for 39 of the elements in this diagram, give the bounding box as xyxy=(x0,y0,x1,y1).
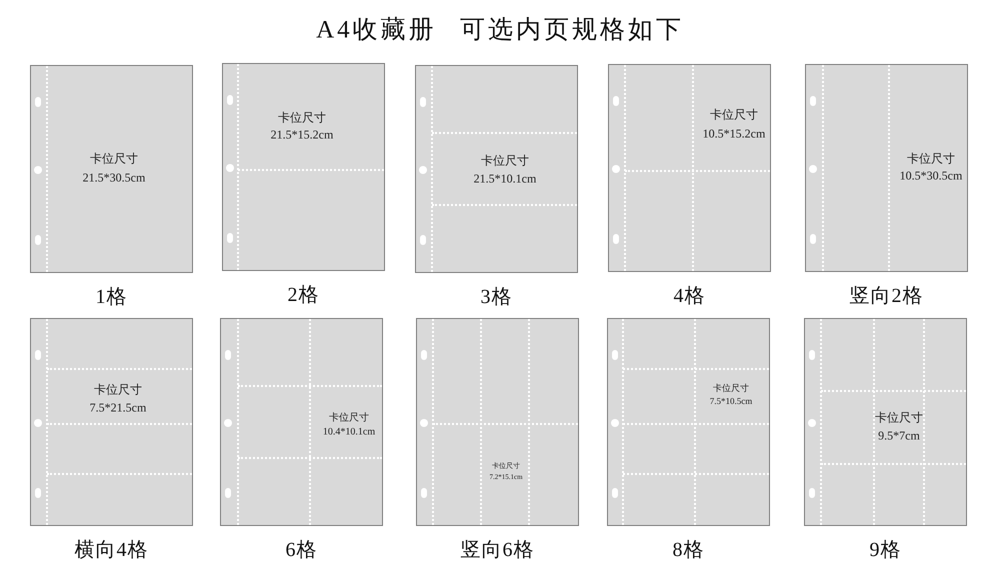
pocket-size-value: 10.4*10.1cm xyxy=(322,426,376,438)
pocket-size-heading: 卡位尺寸 xyxy=(329,412,369,424)
sleeve-page xyxy=(416,318,579,526)
pocket-size-heading: 卡位尺寸 xyxy=(713,384,749,394)
page-caption: 1格 xyxy=(96,286,128,308)
sleeve-page xyxy=(608,64,771,272)
page-caption: 横向4格 xyxy=(74,539,148,561)
pocket-size-heading: 卡位尺寸 xyxy=(481,154,529,168)
pocket-size-heading: 卡位尺寸 xyxy=(710,108,758,122)
sleeve-page xyxy=(607,318,770,526)
pocket-size-value: 7.5*21.5cm xyxy=(90,401,146,415)
sleeve-page xyxy=(30,318,193,526)
sleeve-page xyxy=(220,318,383,526)
pocket-size-value: 10.5*30.5cm xyxy=(900,169,962,183)
pocket-size-value: 10.5*15.2cm xyxy=(702,127,766,141)
page-title: A4收藏册 可选内页规格如下 xyxy=(316,16,684,44)
pocket-size-heading: 卡位尺寸 xyxy=(907,152,955,166)
page-caption: 8格 xyxy=(672,539,704,561)
sleeve-page xyxy=(415,65,578,273)
pocket-size-value: 21.5*10.1cm xyxy=(474,172,536,186)
sleeve-page xyxy=(30,65,193,273)
page-caption: 6格 xyxy=(286,539,318,561)
page-caption: 竖向6格 xyxy=(460,539,534,561)
page-caption: 4格 xyxy=(674,285,706,307)
page-caption: 3格 xyxy=(480,286,512,308)
page-caption: 2格 xyxy=(288,284,320,306)
pocket-size-heading: 卡位尺寸 xyxy=(94,383,142,397)
sleeve-page xyxy=(805,64,968,272)
sleeve-page xyxy=(804,318,967,526)
pocket-size-value: 9.5*7cm xyxy=(878,429,920,443)
pocket-size-value: 7.5*10.5cm xyxy=(710,397,752,407)
pocket-size-value: 21.5*15.2cm xyxy=(270,128,334,142)
pocket-size-heading: 卡位尺寸 xyxy=(278,111,326,125)
pocket-size-heading: 卡位尺寸 xyxy=(90,152,138,166)
pocket-size-value: 21.5*30.5cm xyxy=(82,171,146,185)
pocket-size-heading: 卡位尺寸 xyxy=(875,411,923,425)
sleeve-page xyxy=(222,63,385,271)
page-caption: 9格 xyxy=(870,539,902,561)
page-caption: 竖向2格 xyxy=(850,285,924,307)
